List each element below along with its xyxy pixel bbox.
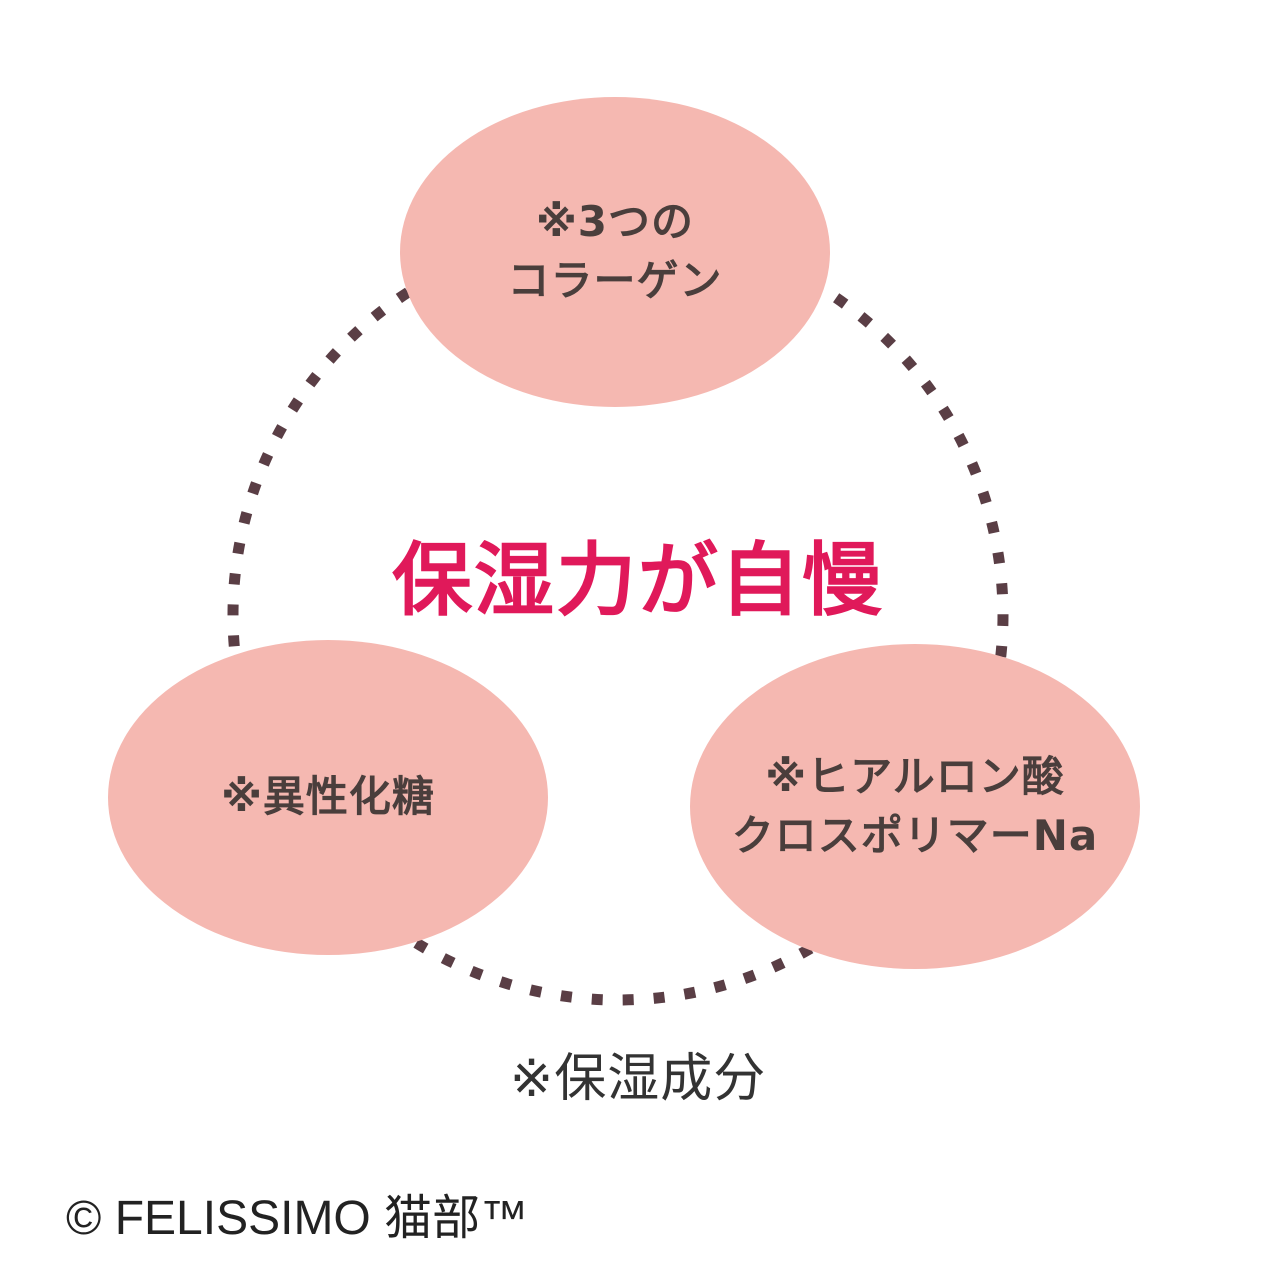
bubble-isomerized-sugar-line-1: ※異性化糖 — [221, 772, 435, 822]
dotted-ring-path — [227, 224, 1009, 1006]
bubble-collagen-line-1: ※3つの — [535, 197, 695, 247]
bubble-hyaluronic-acid: ※ヒアルロン酸 クロスポリマーNa — [690, 644, 1140, 969]
center-title: 保湿力が自慢 — [392, 534, 884, 627]
bubble-collagen-label: ※3つの コラーゲン — [507, 193, 722, 311]
bubble-isomerized-sugar: ※異性化糖 — [108, 640, 548, 955]
footnote: ※保湿成分 — [509, 1049, 767, 1109]
bubble-hyaluronic-acid-line-1: ※ヒアルロン酸 — [765, 751, 1065, 801]
bubble-isomerized-sugar-label: ※異性化糖 — [221, 768, 435, 827]
bubble-collagen-line-2: コラーゲン — [507, 256, 723, 305]
bubble-hyaluronic-acid-line-2: クロスポリマーNa — [731, 810, 1099, 860]
bubble-collagen: ※3つの コラーゲン — [400, 97, 830, 407]
bubble-hyaluronic-acid-label: ※ヒアルロン酸 クロスポリマーNa — [732, 748, 1099, 866]
copyright-notice: © FELISSIMO 猫部™ — [66, 1192, 529, 1245]
